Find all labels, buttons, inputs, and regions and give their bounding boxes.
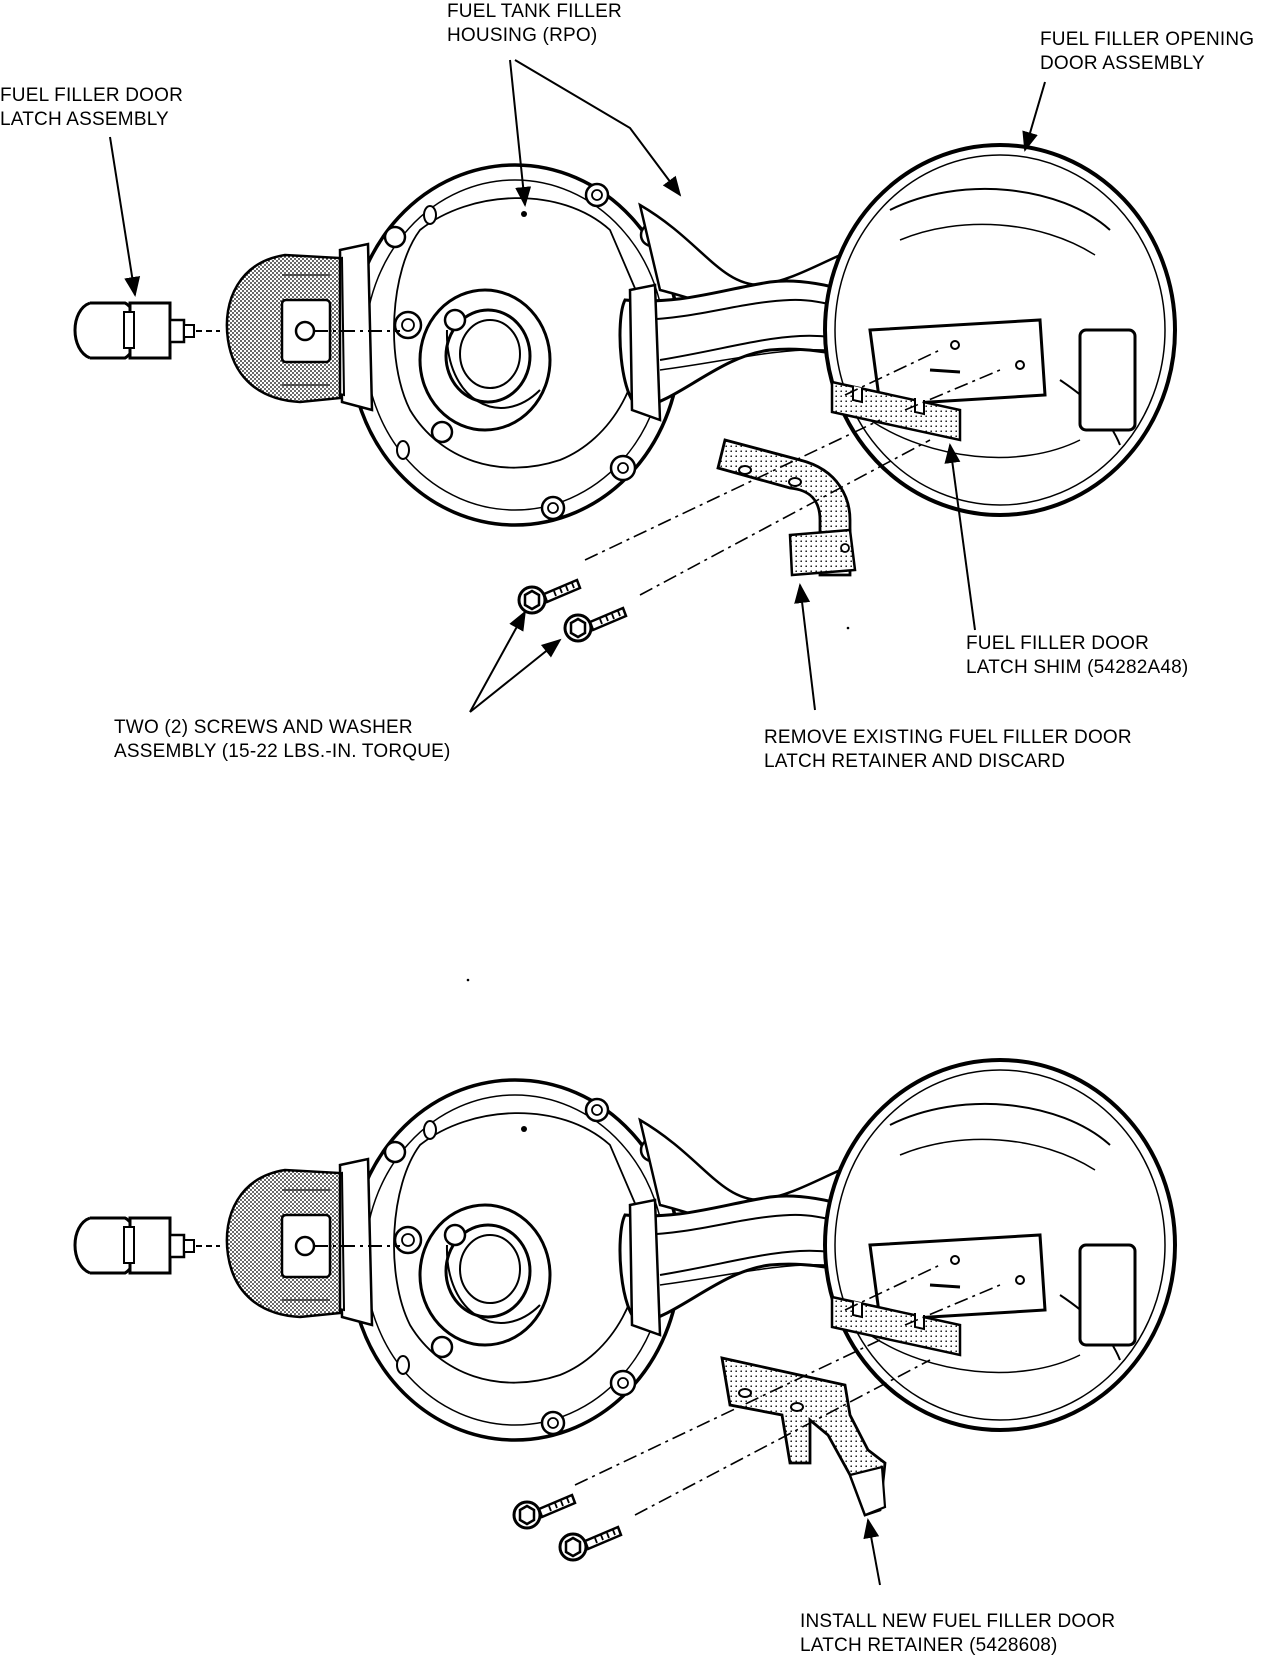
callout-screws: TWO (2) SCREWS AND WASHER ASSEMBLY (15-2…	[114, 717, 451, 762]
callout-housing: FUEL TANK FILLER HOUSING (RPO)	[447, 1, 622, 46]
callout-latch-shim: FUEL FILLER DOOR LATCH SHIM (54282A48)	[966, 633, 1189, 678]
top-assembly	[73, 143, 1177, 643]
callout-remove-retainer: REMOVE EXISTING FUEL FILLER DOOR LATCH R…	[764, 727, 1132, 772]
top-screws	[517, 419, 931, 643]
callout-latch-assembly: FUEL FILLER DOOR LATCH ASSEMBLY	[0, 85, 184, 130]
bottom-leaders	[863, 1518, 881, 1586]
old-latch-retainer	[716, 438, 852, 577]
callout-install-retainer: INSTALL NEW FUEL FILLER DOOR LATCH RETAI…	[800, 1611, 1116, 1656]
stray-dot	[846, 626, 850, 630]
stray-dot	[466, 978, 470, 982]
bottom-assembly	[73, 1058, 1177, 1562]
callout-door-assembly: FUEL FILLER OPENING DOOR ASSEMBLY	[1040, 29, 1255, 74]
top-leaders	[109, 59, 1046, 713]
